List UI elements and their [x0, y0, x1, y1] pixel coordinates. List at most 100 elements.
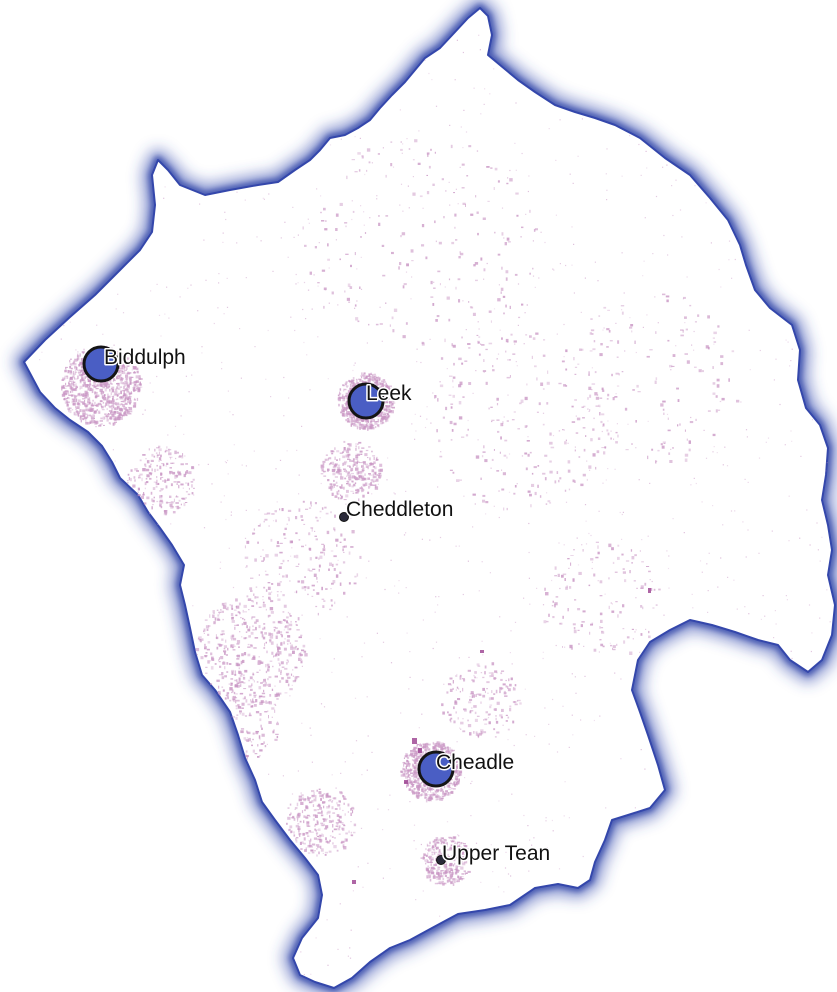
urban-speck [554, 604, 556, 608]
urban-speck [161, 500, 164, 504]
urban-speck [384, 395, 388, 399]
urban-speck [356, 426, 359, 430]
urban-speck [357, 443, 359, 445]
urban-speck [683, 296, 686, 299]
urban-speck [309, 570, 313, 572]
urban-speck [699, 560, 702, 562]
urban-speck [430, 280, 433, 285]
urban-speck [384, 413, 387, 415]
urban-speck [203, 630, 205, 633]
urban-speck [355, 467, 359, 471]
urban-speck [502, 295, 506, 298]
urban-speck [412, 763, 414, 767]
urban-speck [690, 484, 692, 486]
urban-speck [356, 379, 358, 383]
urban-speck [355, 489, 358, 492]
urban-speck [459, 767, 463, 770]
urban-speck [787, 341, 789, 343]
urban-speck [203, 632, 205, 634]
urban-speck [115, 388, 118, 392]
urban-speck [121, 353, 124, 356]
urban-speck [591, 622, 594, 625]
urban-speck [231, 638, 233, 641]
urban-speck [185, 375, 187, 377]
urban-speck [359, 379, 362, 382]
urban-speck [320, 703, 323, 705]
urban-speck [253, 532, 256, 534]
urban-speck [116, 386, 119, 390]
urban-speck [123, 386, 125, 390]
urban-speck [118, 377, 120, 380]
urban-speck [516, 700, 519, 702]
urban-speck [607, 393, 610, 397]
urban-speck [66, 375, 69, 379]
urban-speck [256, 601, 258, 605]
urban-speck [298, 563, 300, 565]
urban-speck [381, 387, 385, 390]
urban-speck [160, 335, 162, 337]
urban-speck [591, 367, 593, 369]
urban-speck [197, 637, 200, 640]
urban-speck [350, 264, 352, 268]
urban-speck [440, 746, 444, 748]
urban-speck [121, 365, 125, 367]
urban-speck [359, 450, 363, 453]
urban-speck [527, 436, 529, 438]
urban-speck [435, 876, 438, 879]
urban-speck [344, 813, 346, 816]
urban-speck [226, 671, 229, 673]
urban-speck [484, 690, 486, 694]
urban-speck [382, 274, 386, 277]
urban-speck [538, 402, 541, 406]
urban-speck [180, 483, 184, 486]
urban-speck [451, 759, 455, 761]
urban-speck [705, 202, 707, 204]
urban-speck [501, 266, 503, 270]
urban-speck [244, 715, 248, 717]
urban-speck [389, 324, 391, 327]
urban-speck [214, 663, 217, 665]
urban-speck [437, 512, 439, 514]
urban-speck [432, 849, 436, 851]
urban-speck [241, 653, 244, 657]
urban-speck [319, 517, 321, 519]
urban-speck [72, 402, 76, 406]
urban-speck [94, 386, 98, 388]
urban-speck [170, 457, 172, 460]
urban-speck [103, 396, 107, 401]
urban-speck [259, 749, 263, 752]
urban-speck [319, 838, 321, 841]
urban-speck [82, 417, 85, 421]
urban-speck [125, 410, 128, 414]
urban-speck [413, 774, 417, 778]
urban-speck [390, 410, 394, 414]
urban-speck [217, 691, 220, 693]
urban-speck [513, 701, 517, 704]
urban-speck [350, 546, 354, 548]
urban-speck [788, 540, 790, 542]
urban-speck [108, 405, 112, 408]
urban-speck [411, 781, 413, 785]
urban-speck [254, 753, 258, 755]
urban-speck [504, 242, 507, 246]
urban-speck [144, 463, 147, 466]
urban-speck [432, 747, 435, 750]
urban-speck [234, 673, 237, 676]
urban-speck [416, 755, 420, 760]
urban-speck [410, 750, 413, 752]
urban-speck [160, 477, 162, 480]
urban-speck [644, 582, 647, 586]
urban-speck [444, 860, 448, 863]
urban-speck [451, 855, 455, 857]
urban-speck [129, 402, 131, 405]
urban-speck [76, 411, 80, 415]
urban-speck [625, 560, 630, 562]
urban-speck [438, 868, 440, 871]
urban-speck [310, 831, 314, 833]
urban-speck [218, 273, 220, 275]
urban-speck [481, 344, 485, 346]
urban-speck [712, 451, 714, 453]
urban-speck [74, 358, 77, 361]
urban-speck [119, 416, 123, 420]
urban-speck [352, 752, 354, 754]
